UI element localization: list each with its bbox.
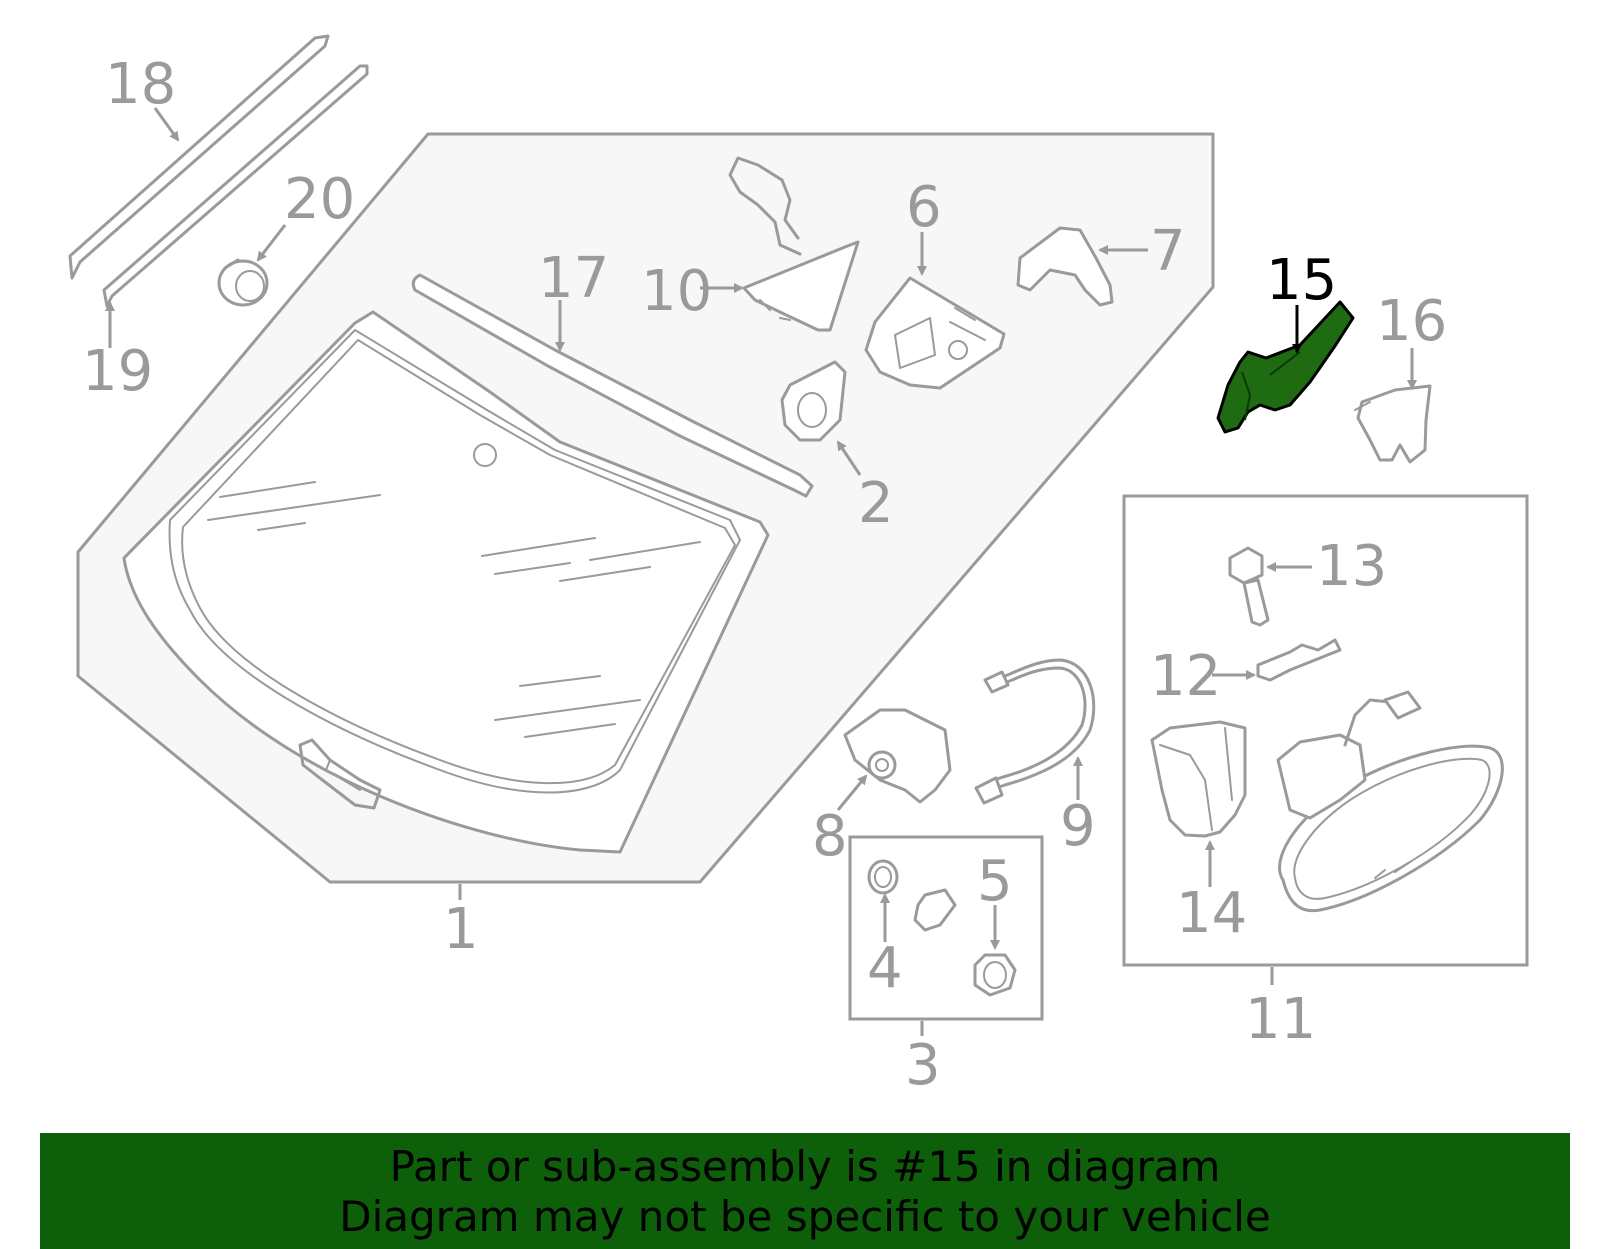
leader-18 (153, 107, 180, 142)
callout-19: 19 (82, 339, 153, 404)
callout-8: 8 (812, 804, 848, 869)
highlighted-cover-part-15 (1216, 300, 1355, 434)
callout-9: 9 (1060, 794, 1096, 859)
wire-part-9 (974, 658, 1096, 805)
callout-13: 13 (1316, 534, 1387, 599)
strip-part-18 (68, 34, 330, 280)
windshield-glass-part-1 (122, 310, 770, 854)
callout-3: 3 (905, 1033, 941, 1098)
callout-16: 16 (1376, 289, 1447, 354)
grommet-part-2 (780, 360, 847, 442)
callout-7: 7 (1150, 219, 1186, 284)
callout-12: 12 (1150, 644, 1221, 709)
leader-2 (836, 440, 862, 476)
clip-part-20 (217, 258, 269, 307)
callout-17: 17 (538, 246, 609, 311)
leader-20 (256, 224, 287, 262)
seal-part-4 (867, 859, 899, 895)
bolt-part-13 (1228, 546, 1270, 627)
callout-6: 6 (906, 175, 942, 240)
callout-2: 2 (858, 471, 894, 536)
info-banner: Part or sub-assembly is #15 in diagram D… (40, 1133, 1570, 1249)
clip-part-12 (1256, 638, 1342, 682)
bracket-part-6 (864, 276, 1006, 390)
callout-14: 14 (1176, 881, 1247, 946)
clip-part-4b (913, 888, 957, 932)
clip-part-5 (973, 953, 1017, 997)
cover-part-14 (1150, 720, 1247, 838)
sensor-cover-part-10 (728, 156, 860, 332)
callout-11: 11 (1245, 987, 1316, 1052)
mirror-assembly-part-11 (1276, 690, 1504, 913)
callout-18: 18 (105, 52, 176, 117)
banner-line-1: Part or sub-assembly is #15 in diagram (389, 1142, 1221, 1191)
callout-20: 20 (284, 167, 355, 232)
clip-part-7 (1016, 226, 1114, 307)
callout-1: 1 (443, 897, 479, 962)
callout-15: 15 (1266, 248, 1337, 313)
molding-strip-part-17 (411, 273, 814, 498)
callout-4: 4 (867, 936, 903, 1001)
box-part-3 (848, 835, 1044, 1021)
cover-part-16 (1354, 384, 1432, 464)
callout-5: 5 (977, 849, 1013, 914)
box-part-11 (1122, 494, 1529, 967)
leader-8 (836, 774, 868, 811)
callout-10: 10 (641, 259, 712, 324)
banner-line-2: Diagram may not be specific to your vehi… (339, 1192, 1271, 1241)
sensor-part-8 (843, 708, 952, 804)
